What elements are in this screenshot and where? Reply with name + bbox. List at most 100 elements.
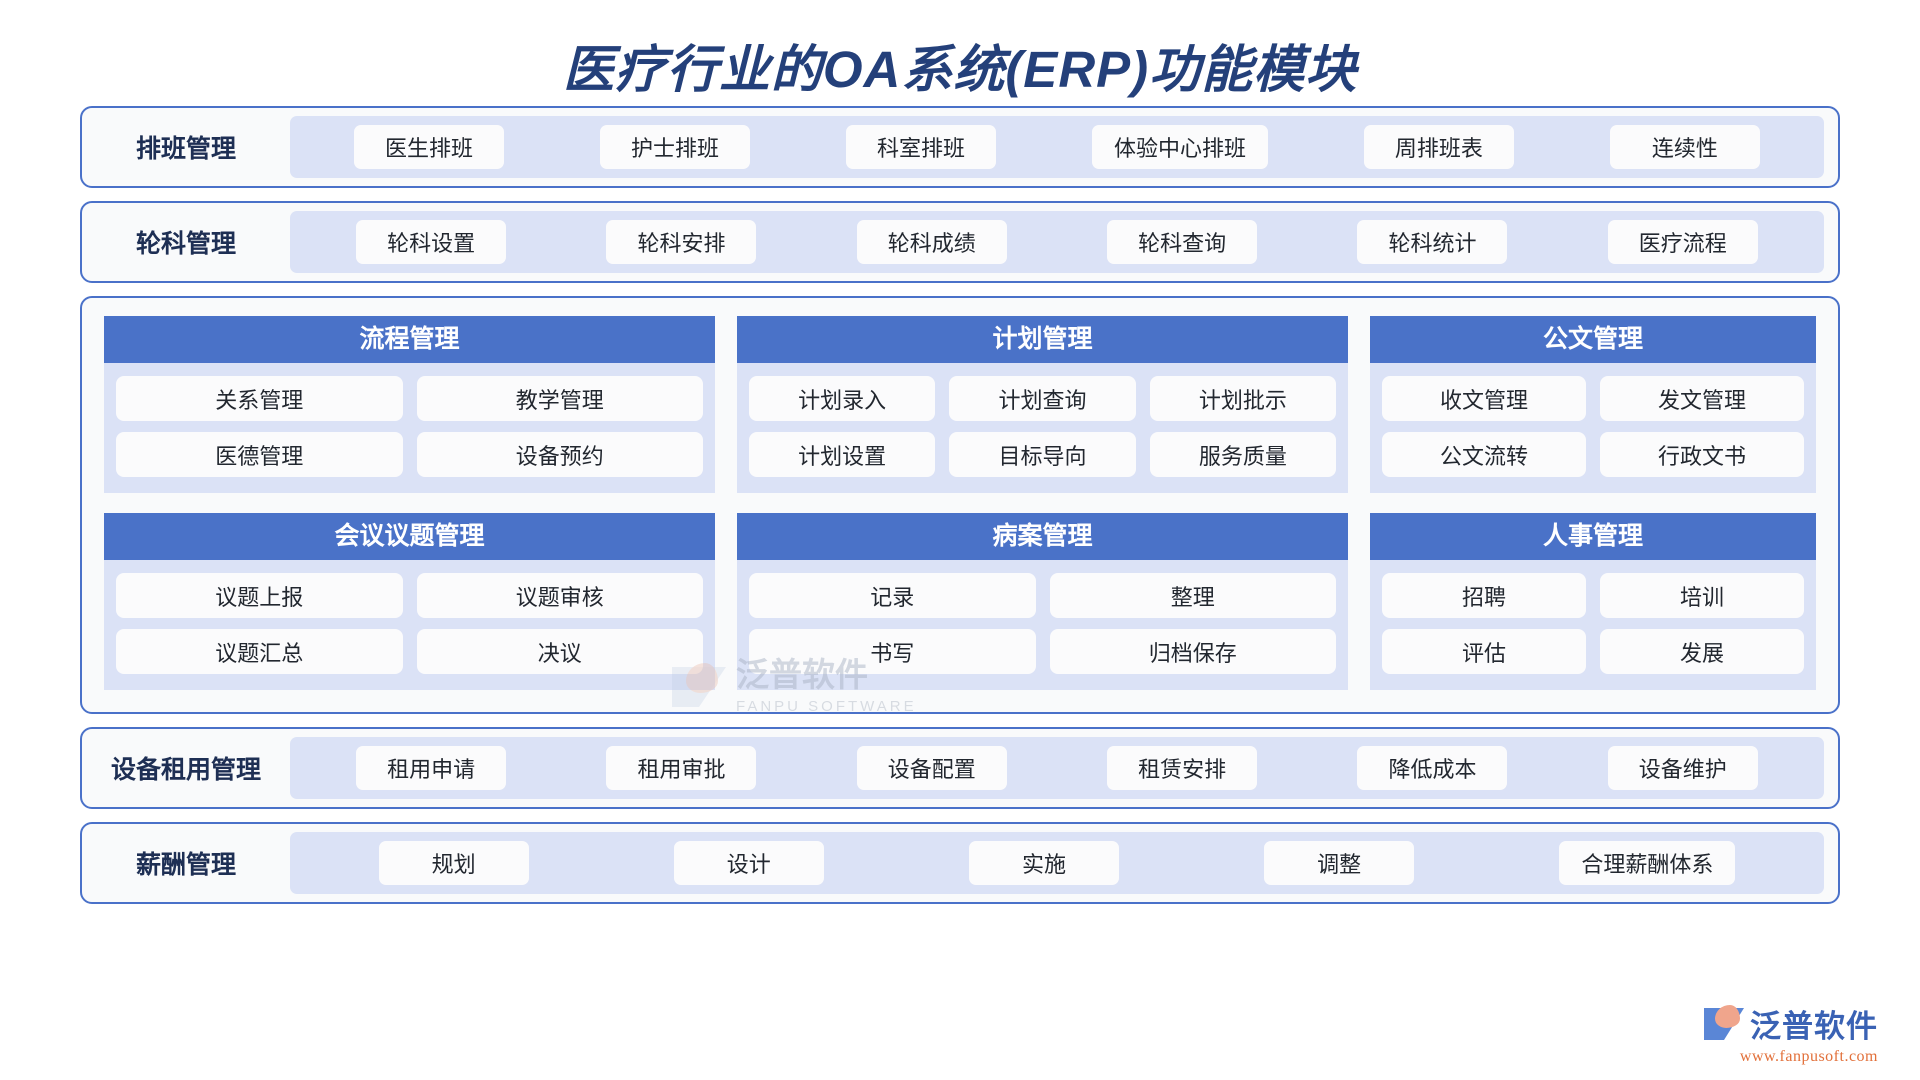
card-item[interactable]: 教学管理 [416,376,703,421]
band-item[interactable]: 周排班表 [1363,125,1514,169]
module-band-轮科管理: 轮科管理 轮科设置 轮科安排 轮科成绩 轮科查询 轮科统计 医疗流程 [80,201,1840,283]
band-item[interactable]: 护士排班 [599,125,750,169]
card-body: 记录整理书写归档保存 [737,560,1348,690]
module-card-计划管理: 计划管理计划录入计划查询计划批示计划设置目标导向服务质量 [737,316,1348,493]
card-row: 招聘培训 [1382,573,1804,618]
card-row: 议题汇总决议 [116,629,703,674]
band-item[interactable]: 体验中心排班 [1091,125,1268,169]
card-item[interactable]: 议题审核 [416,573,703,618]
card-title: 会议议题管理 [104,513,715,560]
band-item[interactable]: 轮科查询 [1107,220,1258,264]
brand-url: www.fanpusoft.com [1739,1048,1878,1065]
card-body: 计划录入计划查询计划批示计划设置目标导向服务质量 [737,363,1348,493]
band-item[interactable]: 轮科成绩 [856,220,1007,264]
module-card-流程管理: 流程管理关系管理教学管理医德管理设备预约 [104,316,715,493]
card-item[interactable]: 目标导向 [949,432,1136,477]
module-band-设备租用管理: 设备租用管理 租用申请 租用审批 设备配置 租赁安排 降低成本 设备维护 [80,727,1840,809]
band-item[interactable]: 租赁安排 [1107,746,1258,790]
fanpu-logo-icon [1704,1004,1744,1043]
card-title: 流程管理 [104,316,715,363]
middle-row-2: 会议议题管理议题上报议题审核议题汇总决议病案管理记录整理书写归档保存人事管理招聘… [104,513,1816,690]
card-item[interactable]: 发文管理 [1600,376,1804,421]
card-item[interactable]: 计划设置 [749,432,936,477]
card-item[interactable]: 决议 [416,629,703,674]
card-body: 收文管理发文管理公文流转行政文书 [1370,363,1816,493]
brand-logo: 泛普软件 www.fanpusoft.com [1704,1001,1878,1066]
band-label: 设备租用管理 [110,757,261,784]
band-item[interactable]: 租用审批 [606,746,757,790]
card-item[interactable]: 书写 [749,629,1036,674]
card-item[interactable]: 计划查询 [949,376,1136,421]
band-item[interactable]: 连续性 [1609,125,1760,169]
card-item[interactable]: 计划录入 [749,376,936,421]
card-item[interactable]: 招聘 [1382,573,1586,618]
card-row: 议题上报议题审核 [116,573,703,618]
band-item[interactable]: 实施 [968,841,1119,885]
card-item[interactable]: 议题汇总 [116,629,403,674]
bottom-bands-group: 设备租用管理 租用申请 租用审批 设备配置 租赁安排 降低成本 设备维护薪酬管理 规划 设计 实施… [0,727,1920,904]
card-row: 计划设置目标导向服务质量 [749,432,1336,477]
card-row: 记录整理 [749,573,1336,618]
band-label: 轮科管理 [135,231,236,258]
card-item[interactable]: 整理 [1049,573,1336,618]
card-body: 关系管理教学管理医德管理设备预约 [104,363,715,493]
card-row: 医德管理设备预约 [116,432,703,477]
card-item[interactable]: 服务质量 [1149,432,1336,477]
band-item[interactable]: 设计 [673,841,824,885]
band-item[interactable]: 降低成本 [1357,746,1508,790]
card-item[interactable]: 记录 [749,573,1036,618]
band-item[interactable]: 合理薪酬体系 [1559,841,1736,885]
band-item[interactable]: 调整 [1264,841,1415,885]
module-card-公文管理: 公文管理收文管理发文管理公文流转行政文书 [1370,316,1816,493]
card-title: 病案管理 [737,513,1348,560]
band-item[interactable]: 医生排班 [353,125,504,169]
card-item[interactable]: 培训 [1600,573,1804,618]
card-title: 公文管理 [1370,316,1816,363]
brand-name: 泛普软件 [1750,1009,1878,1044]
card-item[interactable]: 计划批示 [1149,376,1336,421]
module-band-薪酬管理: 薪酬管理 规划 设计 实施 调整 合理薪酬体系 [80,822,1840,904]
page-title: 医疗行业的OA系统(ERP)功能模块 [562,41,1358,98]
card-item[interactable]: 公文流转 [1382,432,1586,477]
card-item[interactable]: 收文管理 [1382,376,1586,421]
band-item[interactable]: 设备配置 [856,746,1007,790]
card-item[interactable]: 评估 [1382,629,1586,674]
top-bands-group: 排班管理 医生排班 护士排班 科室排班 体验中心排班 周排班表 连续性轮科管理 轮科设置 轮科安… [0,106,1920,283]
module-card-会议议题管理: 会议议题管理议题上报议题审核议题汇总决议 [104,513,715,690]
middle-modules-container: 流程管理关系管理教学管理医德管理设备预约计划管理计划录入计划查询计划批示计划设置… [80,296,1840,714]
card-item[interactable]: 关系管理 [116,376,403,421]
band-items-strip: 租用申请 租用审批 设备配置 租赁安排 降低成本 设备维护 [290,737,1824,799]
band-item[interactable]: 轮科统计 [1357,220,1508,264]
band-items-strip: 规划 设计 实施 调整 合理薪酬体系 [290,832,1824,894]
band-item[interactable]: 租用申请 [356,746,507,790]
band-item[interactable]: 设备维护 [1607,746,1758,790]
band-items-strip: 医生排班 护士排班 科室排班 体验中心排班 周排班表 连续性 [290,116,1824,178]
card-item[interactable]: 医德管理 [116,432,403,477]
card-item[interactable]: 设备预约 [416,432,703,477]
card-title: 人事管理 [1370,513,1816,560]
card-body: 议题上报议题审核议题汇总决议 [104,560,715,690]
band-item[interactable]: 医疗流程 [1607,220,1758,264]
card-row: 公文流转行政文书 [1382,432,1804,477]
band-item[interactable]: 规划 [378,841,529,885]
card-row: 书写归档保存 [749,629,1336,674]
band-item[interactable]: 科室排班 [845,125,996,169]
card-item[interactable]: 议题上报 [116,573,403,618]
card-item[interactable]: 归档保存 [1049,629,1336,674]
card-row: 收文管理发文管理 [1382,376,1804,421]
module-card-人事管理: 人事管理招聘培训评估发展 [1370,513,1816,690]
band-label: 排班管理 [135,136,236,163]
band-items-strip: 轮科设置 轮科安排 轮科成绩 轮科查询 轮科统计 医疗流程 [290,211,1824,273]
band-label: 薪酬管理 [135,852,236,879]
card-row: 评估发展 [1382,629,1804,674]
card-item[interactable]: 发展 [1600,629,1804,674]
middle-row-1: 流程管理关系管理教学管理医德管理设备预约计划管理计划录入计划查询计划批示计划设置… [104,316,1816,493]
band-item[interactable]: 轮科设置 [356,220,507,264]
card-row: 计划录入计划查询计划批示 [749,376,1336,421]
card-title: 计划管理 [737,316,1348,363]
band-item[interactable]: 轮科安排 [606,220,757,264]
card-row: 关系管理教学管理 [116,376,703,421]
card-item[interactable]: 行政文书 [1600,432,1804,477]
card-body: 招聘培训评估发展 [1370,560,1816,690]
